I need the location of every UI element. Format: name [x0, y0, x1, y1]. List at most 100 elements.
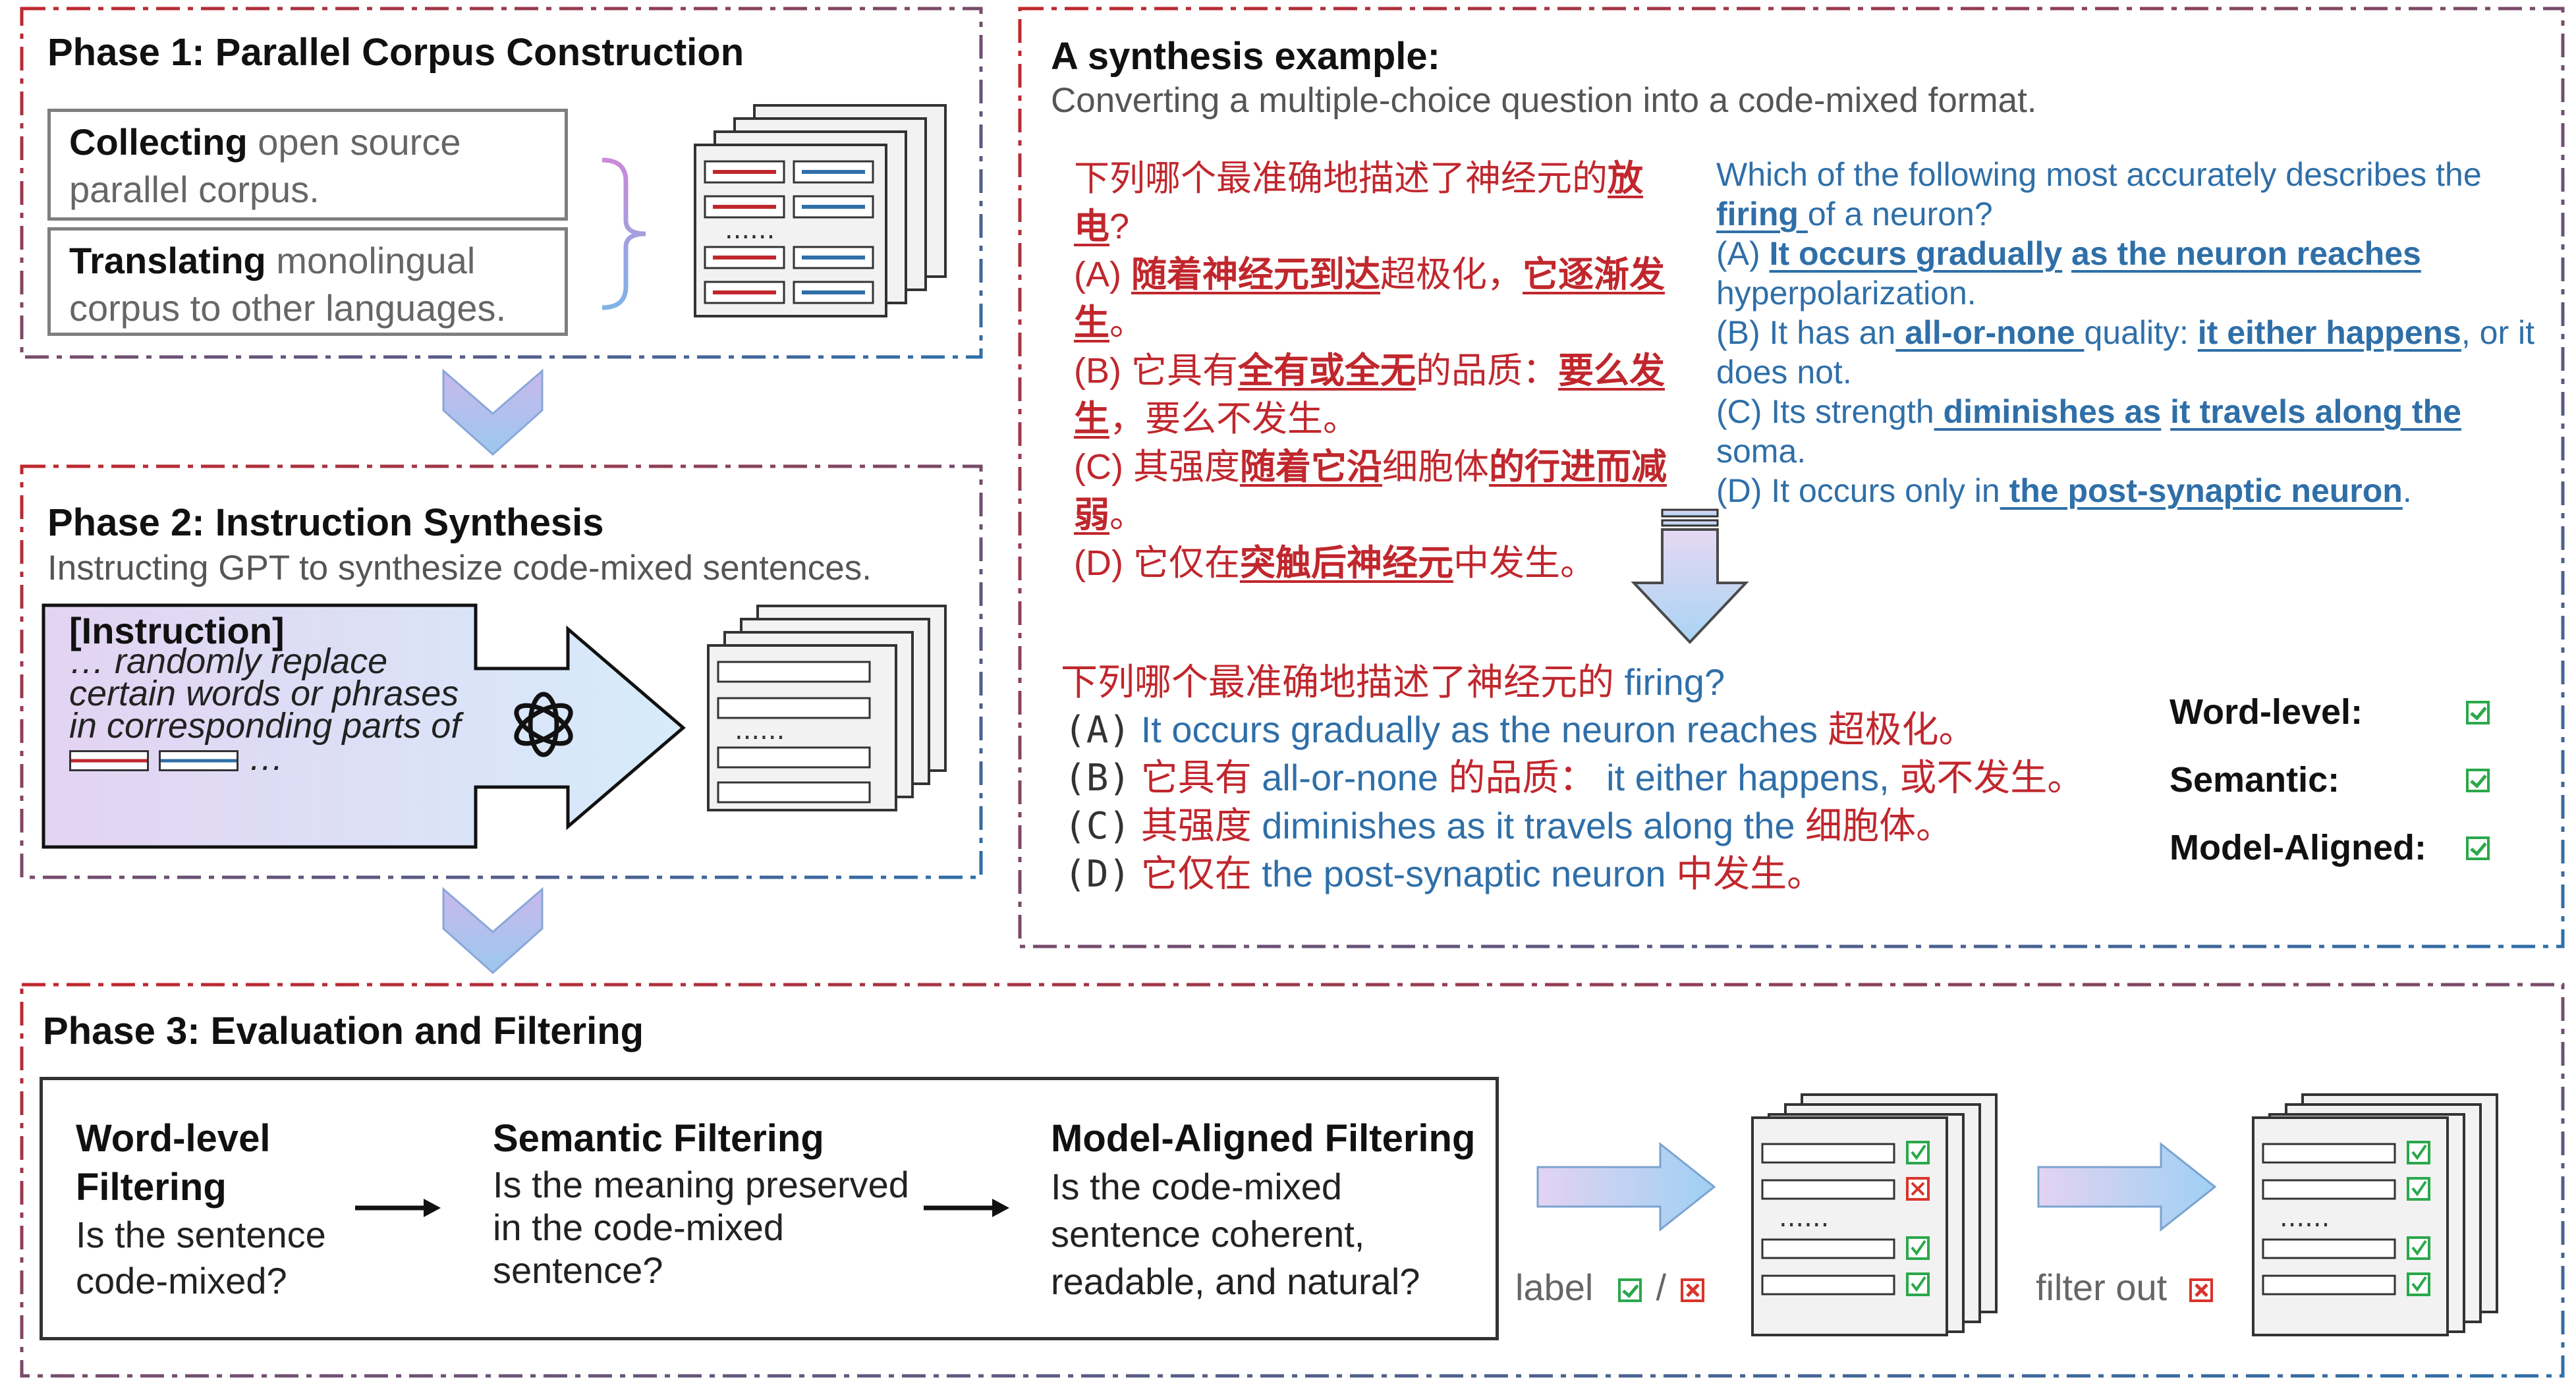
synthesis-subtitle: Converting a multiple-choice question in… [1051, 81, 2037, 120]
phase3-panel: Phase 3: Evaluation and Filtering Word-l… [20, 983, 2565, 1378]
gradient-document-stack-icon: ...... [707, 605, 947, 811]
zh-b-end: ，要么不发生。 [1109, 399, 1358, 439]
mixed-b-zh3: 或不发生。 [1889, 757, 2085, 798]
mixed-c-zh2: 细胞体。 [1805, 805, 1953, 846]
check-icon [2466, 701, 2490, 724]
label-caption: label / [1515, 1266, 1704, 1309]
mixed-b-zh1: 它具有 [1140, 757, 1252, 798]
collecting-box: Collecting open source parallel corpus. [47, 109, 568, 221]
score-model-aligned-label: Model-Aligned: [2170, 828, 2426, 867]
right-arrow-icon [355, 1199, 441, 1217]
phase2-title: Phase 2: Instruction Synthesis [47, 501, 604, 544]
en-b-hl1: all-or-none [1895, 314, 2085, 351]
score-word-level: Word-level: [2170, 692, 2538, 759]
cross-icon [2189, 1278, 2213, 1303]
mixed-q-en: firing? [1614, 661, 1725, 703]
mixed-d-en: the post-synaptic neuron [1251, 853, 1677, 894]
semantic-title: Semantic Filtering [493, 1117, 824, 1160]
zh-option-a: (A) 随着神经元到达超极化，它逐渐发生。 [1074, 251, 1687, 347]
phase2-subtitle: Instructing GPT to synthesize code-mixed… [47, 549, 872, 587]
zh-b-mid: 的品质： [1416, 351, 1558, 391]
en-c-text: (C) Its strength [1716, 393, 1934, 430]
mixed-option-a: (A) It occurs gradually as the neuron re… [1064, 706, 2144, 754]
check-icon [2466, 769, 2490, 792]
word-level-title: Word-level Filtering [76, 1117, 271, 1209]
instruction-arrow [42, 603, 686, 849]
zh-q-highlight: 放电 [1074, 159, 1643, 246]
model-aligned-title: Model-Aligned Filtering [1051, 1117, 1476, 1160]
zh-q-end: ? [1109, 207, 1130, 246]
down-arrow-icon [1631, 508, 1749, 644]
english-question-block: Which of the following most accurately d… [1716, 155, 2556, 510]
labeled-document-stack-icon: ...... [1751, 1093, 1998, 1336]
svg-text:......: ...... [2280, 1203, 2330, 1233]
document-stack-icon: ...... [694, 104, 947, 317]
mixed-d-label: (D) [1064, 853, 1131, 896]
filter-caption: filter out [2036, 1266, 2213, 1309]
mixed-d-zh2: 中发生。 [1676, 853, 1824, 894]
zh-a-hl2: 它逐渐发生 [1074, 255, 1665, 342]
en-b-mid: quality: [2084, 314, 2198, 351]
score-model-aligned: Model-Aligned: [2170, 827, 2538, 895]
en-b-text: (B) It has an [1716, 314, 1896, 351]
mixed-q-zh: 下列哪个最准确地描述了神经元的 [1061, 661, 1614, 703]
en-a-hl1: It occurs gradually [1769, 235, 2063, 272]
mixed-c-en: diminishes as it travels along the [1251, 805, 1806, 846]
code-mixed-block: 下列哪个最准确地描述了神经元的 firing? (A) It occurs gr… [1061, 659, 2144, 898]
phase2-panel: Phase 2: Instruction Synthesis Instructi… [20, 464, 983, 879]
mixed-c-zh1: 其强度 [1140, 805, 1252, 846]
model-aligned-text: Is the code-mixed sentence coherent, rea… [1051, 1166, 1420, 1302]
right-arrow-icon [924, 1199, 1009, 1217]
mixed-a-label: (A) [1064, 709, 1131, 751]
zh-c-end: 。 [1109, 495, 1145, 535]
check-icon [1617, 1278, 1642, 1303]
word-level-step: Word-level Filtering Is the sentence cod… [76, 1114, 372, 1304]
chevron-down-icon-1 [442, 368, 544, 456]
chevron-down-icon-2 [442, 887, 544, 975]
zh-option-d: (D) 它仅在突触后神经元中发生。 [1074, 539, 1687, 587]
score-word-level-label: Word-level: [2170, 692, 2363, 732]
en-c-end: soma. [1716, 433, 1806, 470]
zh-d-end: 中发生。 [1453, 543, 1596, 583]
score-list: Word-level: Semantic: Model-Aligned: [2170, 692, 2538, 895]
zh-b-hl1: 全有或全无 [1238, 351, 1416, 391]
en-b-hl2: it either happens [2197, 314, 2461, 351]
mixed-d-zh1: 它仅在 [1140, 853, 1252, 894]
en-b-end: , or it does not. [1716, 314, 2534, 391]
score-semantic: Semantic: [2170, 759, 2538, 827]
en-d-hl: the post-synaptic neuron [2000, 472, 2403, 509]
score-semantic-label: Semantic: [2170, 760, 2340, 800]
filter-text: filter out [2036, 1267, 2168, 1308]
phase2-frame [20, 464, 983, 879]
cross-icon [1680, 1278, 1704, 1303]
en-a-hl2: as the neuron reaches [2071, 235, 2421, 272]
label-arrow-icon [1536, 1141, 1716, 1232]
openai-logo-icon [514, 692, 573, 757]
en-c-hl1: diminishes as [1934, 393, 2162, 430]
filtered-document-stack-icon: ...... [2252, 1093, 2498, 1336]
en-c-hl2: it travels along the [2170, 393, 2461, 430]
zh-d-hl: 突触后神经元 [1239, 543, 1453, 583]
semantic-text: Is the meaning preserved in the code-mix… [493, 1164, 909, 1291]
phase3-title: Phase 3: Evaluation and Filtering [43, 1010, 644, 1052]
zh-b-hl2: 要么发生 [1074, 351, 1665, 439]
semantic-step: Semantic Filtering Is the meaning preser… [493, 1114, 914, 1292]
curly-brace-icon [602, 157, 646, 310]
instruction-text: … randomly replace certain words or phra… [69, 643, 491, 776]
zh-b-text: (B) 它具有 [1074, 351, 1238, 391]
mixed-a-zh: 超极化。 [1817, 709, 1976, 750]
zh-d-text: (D) 它仅在 [1074, 543, 1240, 583]
right-arrow-icon-1 [352, 983, 438, 1009]
mixed-b-label: (B) [1064, 757, 1131, 800]
zh-a-end: 。 [1109, 303, 1145, 342]
mixed-question: 下列哪个最准确地描述了神经元的 firing? [1061, 659, 2144, 706]
label-separator: / [1656, 1267, 1667, 1308]
synthesis-title: A synthesis example: [1051, 35, 1440, 78]
phase3-frame [20, 983, 2565, 1378]
en-a-label: (A) [1716, 235, 1770, 272]
translating-box: Translating monolingual corpus to other … [47, 227, 568, 336]
svg-text:......: ...... [735, 715, 785, 746]
en-q-text: Which of the following most accurately d… [1716, 156, 2482, 193]
en-q-end: of a neuron? [1807, 196, 1993, 232]
blue-slot-icon [159, 750, 239, 771]
